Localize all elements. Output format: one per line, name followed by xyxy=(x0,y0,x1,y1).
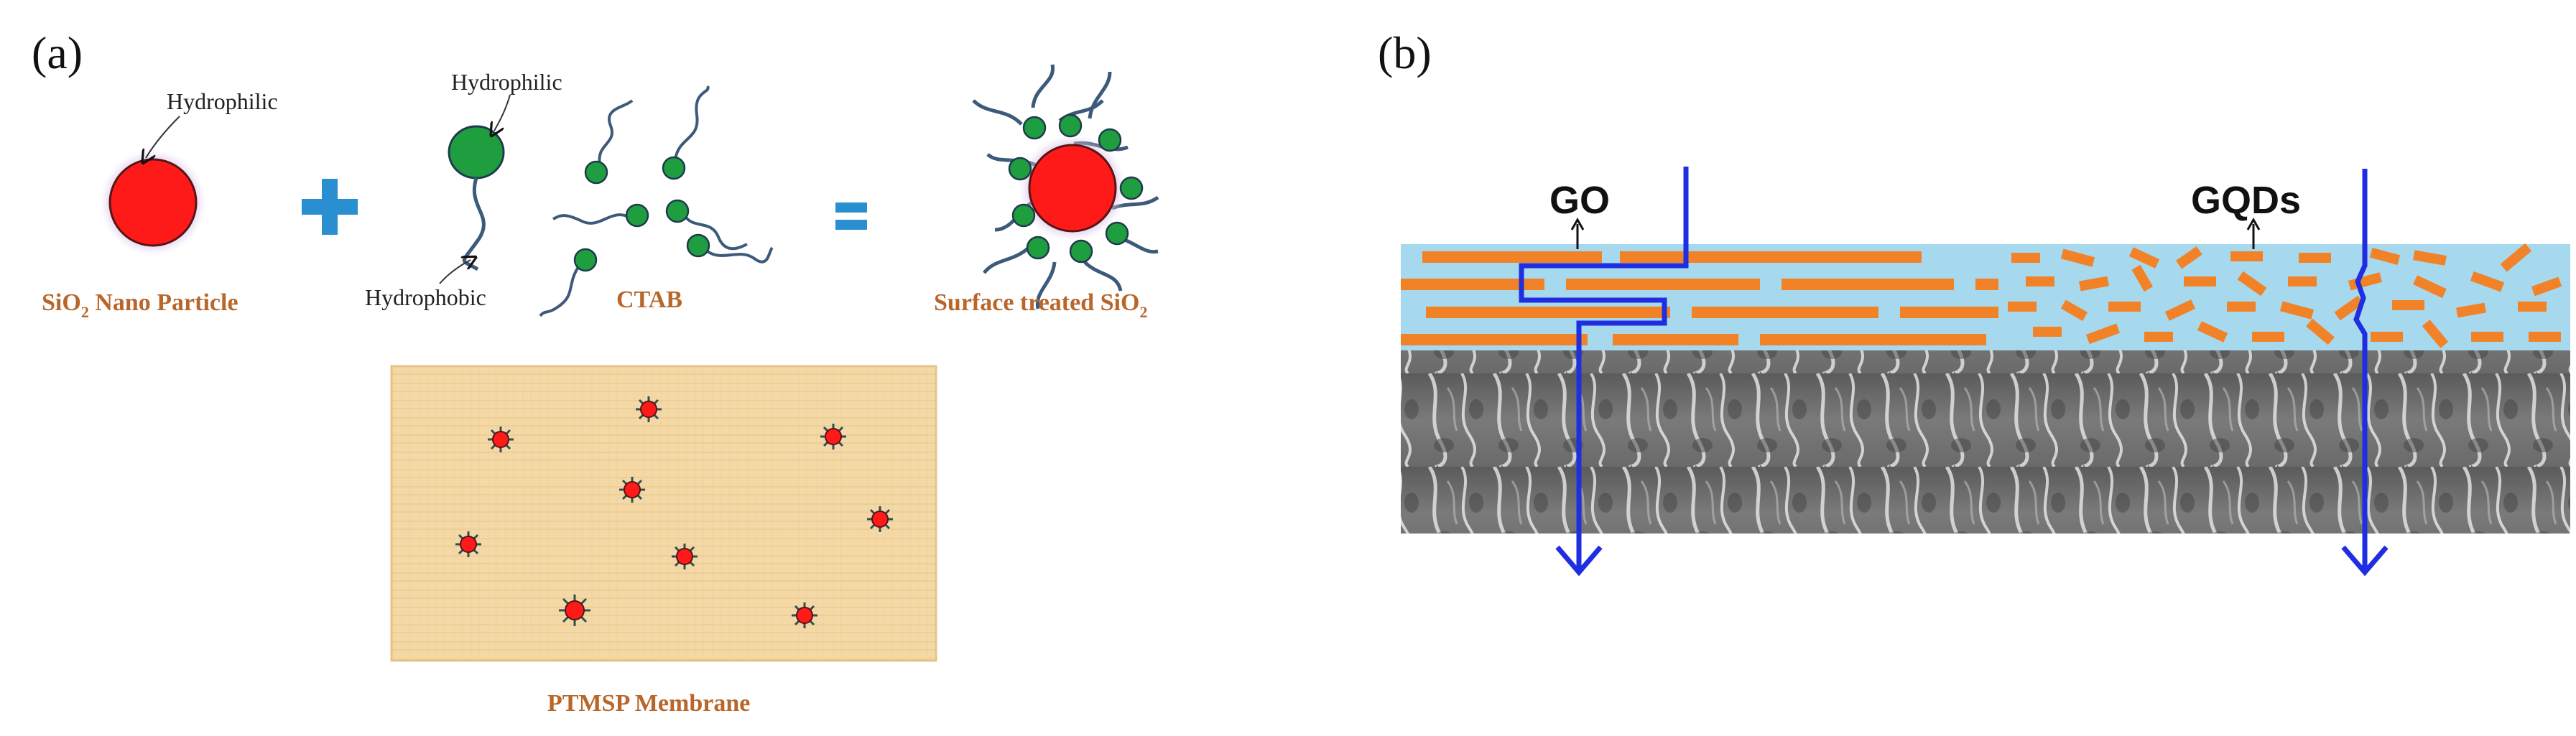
sio2-label: SiO2 Nano Particle xyxy=(42,289,238,321)
go-label: GO xyxy=(1549,179,1610,222)
ctab-tail xyxy=(462,177,486,271)
gqds-path-arrowhead xyxy=(2341,545,2389,577)
equals-icon xyxy=(835,202,867,230)
surface-treated-label: Surface treated SiO2 xyxy=(934,289,1147,321)
panel-a-letter: (a) xyxy=(32,27,83,78)
membrane-label: PTMSP Membrane xyxy=(547,690,750,717)
go-pointer-head xyxy=(1570,217,1585,230)
sio2-nanoparticle xyxy=(100,149,206,256)
gqds-membrane: GQDs xyxy=(1998,169,2570,577)
embedded-particle xyxy=(636,396,662,422)
go-sheets xyxy=(1401,251,2001,345)
embedded-particle xyxy=(867,506,893,532)
hydrophilic-arrow-2 xyxy=(494,94,511,131)
gqds-pointer-head xyxy=(2246,217,2261,230)
ctab-mol xyxy=(552,203,649,228)
embedded-particle xyxy=(672,544,698,569)
embedded-particle xyxy=(559,595,590,626)
embedded-particle xyxy=(488,427,514,452)
go-membrane: GO xyxy=(1401,167,2001,577)
ctab-label: CTAB xyxy=(616,287,682,313)
go-path-arrowhead xyxy=(1555,545,1603,577)
panel-b: (b) GO xyxy=(1378,27,2570,577)
embedded-particle xyxy=(619,477,645,503)
ptmsp-membrane xyxy=(390,365,937,662)
gqds-dots xyxy=(2008,243,2562,348)
ctab-cluster xyxy=(539,85,774,317)
sem-substrate xyxy=(1401,350,2001,534)
ctab-head xyxy=(448,125,505,180)
plus-icon xyxy=(302,179,358,235)
ctab-mol xyxy=(539,248,598,317)
gqds-label: GQDs xyxy=(2191,179,2301,222)
ctab-mol xyxy=(665,199,748,251)
hydrophobic-label: Hydrophobic xyxy=(365,284,486,310)
go-tortuous-path xyxy=(1519,167,1689,569)
panel-a: (a) Hydrophilic SiO2 Nano Particle Hydro… xyxy=(32,27,1159,717)
ctab-mol xyxy=(686,233,774,264)
membrane-sheet xyxy=(390,365,937,662)
particle-core xyxy=(1028,144,1117,233)
hydrophilic-arrow-1 xyxy=(146,116,180,158)
ctab-molecule-labeled xyxy=(448,125,505,271)
particle-core xyxy=(108,158,198,247)
hydrophobic-arrow xyxy=(439,260,471,284)
hydrophilic-label-2: Hydrophilic xyxy=(451,69,562,95)
panel-b-letter: (b) xyxy=(1378,27,1432,78)
embedded-particle xyxy=(455,531,481,557)
sem-substrate xyxy=(1998,350,2570,534)
ctab-mol xyxy=(584,99,634,185)
ctab-mol xyxy=(662,85,710,180)
embedded-particle xyxy=(792,602,817,628)
surface-treated-particle xyxy=(972,64,1159,309)
embedded-particle xyxy=(820,424,846,449)
hydrophilic-label-1: Hydrophilic xyxy=(167,88,278,114)
gqds-direct-path xyxy=(2353,169,2368,569)
particle-heads xyxy=(1008,113,1144,264)
membrane-particles xyxy=(455,396,893,628)
